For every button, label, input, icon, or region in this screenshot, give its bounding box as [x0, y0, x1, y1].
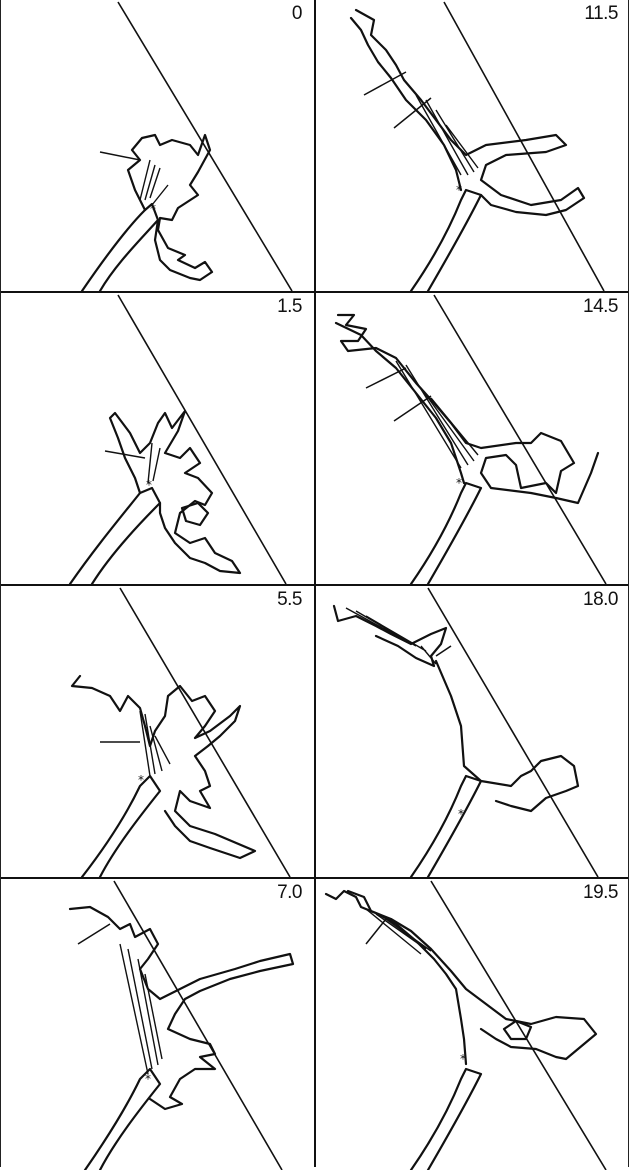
- panel-t11-5: * 11.5: [316, 0, 629, 291]
- panel-t7-0: * 7.0: [0, 879, 314, 1170]
- cell-body-marker: *: [146, 478, 152, 492]
- timepoint-label: 11.5: [584, 4, 618, 23]
- panel-drawing: *: [316, 879, 629, 1170]
- timepoint-label: 1.5: [277, 297, 302, 316]
- panel-t19-5: * 19.5: [316, 879, 629, 1170]
- panel-t5-5: * 5.5: [0, 586, 314, 877]
- cell-body-marker: *: [456, 183, 462, 197]
- cell-body-marker: *: [458, 807, 464, 821]
- panel-drawing: *: [0, 879, 314, 1170]
- panel-drawing: *: [316, 586, 629, 877]
- timepoint-label: 19.5: [583, 883, 618, 902]
- cell-body-marker: *: [150, 202, 156, 216]
- cell-body-marker: *: [138, 773, 144, 787]
- timepoint-label: 5.5: [277, 590, 302, 609]
- timepoint-label: 7.0: [277, 883, 302, 902]
- panel-t1-5: * 1.5: [0, 293, 314, 584]
- panel-drawing: *: [316, 0, 629, 291]
- cell-body-marker: *: [456, 476, 462, 490]
- panel-t14-5: * 14.5: [316, 293, 629, 584]
- panel-t18-0: * 18.0: [316, 586, 629, 877]
- cell-body-marker: *: [460, 1052, 466, 1066]
- row-divider: [0, 877, 629, 879]
- panel-drawing: *: [316, 293, 629, 584]
- panel-drawing: *: [0, 293, 314, 584]
- cell-body-marker: *: [145, 1072, 151, 1086]
- timepoint-label: 18.0: [583, 590, 618, 609]
- timepoint-label: 14.5: [583, 297, 618, 316]
- row-divider: [0, 584, 629, 586]
- row-divider: [0, 291, 629, 293]
- panel-t0: * 0: [0, 0, 314, 291]
- panel-drawing: *: [0, 0, 314, 291]
- timepoint-label: 0: [292, 4, 302, 23]
- panel-drawing: *: [0, 586, 314, 877]
